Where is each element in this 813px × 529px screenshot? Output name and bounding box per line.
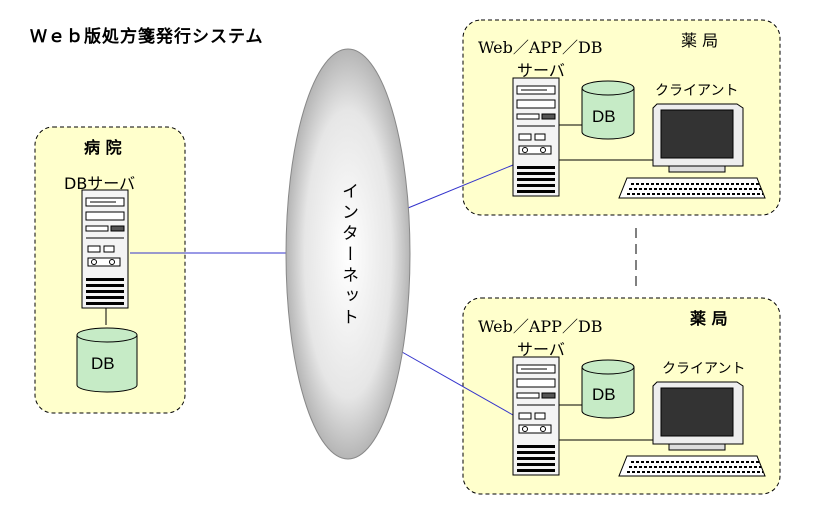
pharmacy2-db-label: DB [592,385,616,404]
hospital-database-icon [76,327,138,393]
diagram-title: Ｗｅｂ版処方箋発行システム [30,27,264,47]
pharmacy2-name: 薬 局 [690,309,728,328]
pharmacy2-server-icon [512,356,560,476]
pharmacy1-db-label: DB [592,107,616,126]
hospital-db-server-icon [81,189,129,309]
pharmacy2-server-label-line2: サーバ [517,340,565,359]
hospital-db-label: DB [91,354,115,373]
pharmacy1-server-icon [512,77,560,197]
pharmacy2-internet-link [401,351,514,416]
pharmacy2-database-icon [581,359,635,419]
pharmacy2-server-label-line1: Web／APP／DB [478,317,603,336]
pharmacy1-internet-link [407,164,514,209]
pharmacy1-database-icon [581,80,635,140]
pharmacy1-server-label-line1: Web／APP／DB [478,38,603,57]
internet-label: インターネット [338,182,358,329]
pharmacy1-server-label-line2: サーバ [517,61,565,80]
pharmacy1-name: 薬 局 [681,31,719,50]
hospital-name: 病 院 [84,138,122,157]
hospital-server-label: DBサーバ [64,174,136,193]
pharmacy2-client-label: クライアント [662,361,746,377]
pharmacy1-client-label: クライアント [655,83,739,99]
internet-cloud [285,48,411,460]
